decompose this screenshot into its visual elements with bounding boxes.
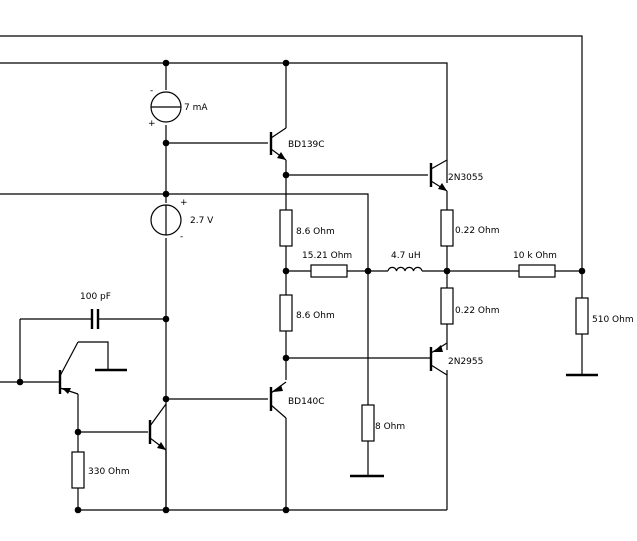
bd140c-label: BD140C [288, 397, 325, 407]
resistor-emitter-top: 0.22 Ohm [440, 209, 499, 247]
capacitor: 100 pF [80, 292, 111, 329]
voltage-source-plus: + [180, 198, 188, 208]
resistor-series-out: 10 k Ohm [513, 251, 557, 278]
resistor-lower-8-6: 8.6 Ohm [279, 294, 335, 332]
resistor-emitter-bottom: 0.22 Ohm [440, 287, 499, 325]
inductor-label: 4.7 uH [391, 251, 421, 261]
current-source-label: 7 mA [184, 103, 208, 113]
bd139c-label: BD139C [288, 140, 325, 150]
capacitor-label: 100 pF [80, 292, 111, 302]
resistor-emitter-top-label: 0.22 Ohm [455, 226, 499, 236]
ground-symbols [95, 368, 598, 478]
voltage-source: 2.7 V + - [150, 198, 214, 242]
2n3055-label: 2N3055 [448, 173, 483, 183]
transistor-2n3055: 2N3055 [429, 159, 483, 192]
resistor-upper-label: 8.6 Ohm [296, 227, 335, 237]
transistor-bd140c: BD140C [269, 381, 325, 419]
transistor-2n2955: 2N2955 [429, 342, 483, 376]
current-source-minus: - [150, 86, 153, 96]
resistor-series-out-label: 10 k Ohm [513, 251, 557, 261]
resistor-feedback: 15.21 Ohm [302, 251, 352, 278]
resistor-load-label: 8 Ohm [375, 422, 405, 432]
current-source: 7 mA - + [148, 86, 208, 129]
transistor-driver [148, 403, 167, 451]
resistor-bias-label: 330 Ohm [88, 467, 130, 477]
resistor-feedback-label: 15.21 Ohm [302, 251, 352, 261]
resistor-upper-8-6: 8.6 Ohm [279, 209, 335, 247]
resistor-lower-label: 8.6 Ohm [296, 311, 335, 321]
2n2955-label: 2N2955 [448, 357, 483, 367]
resistor-emitter-bottom-label: 0.22 Ohm [455, 306, 499, 316]
resistor-load-out: 510 Ohm [575, 297, 634, 335]
transistor-input [55, 341, 79, 395]
current-source-plus: + [148, 119, 156, 129]
wires [0, 35, 598, 511]
voltage-source-minus: - [180, 232, 183, 242]
resistor-bias: 330 Ohm [71, 451, 130, 489]
transistor-bd139c: BD139C [269, 127, 325, 161]
resistor-load: 8 Ohm [361, 404, 405, 442]
voltage-source-label: 2.7 V [190, 216, 214, 226]
junction-dots [16, 59, 586, 514]
resistor-load-out-label: 510 Ohm [592, 315, 634, 325]
inductor: 4.7 uH [387, 251, 423, 272]
